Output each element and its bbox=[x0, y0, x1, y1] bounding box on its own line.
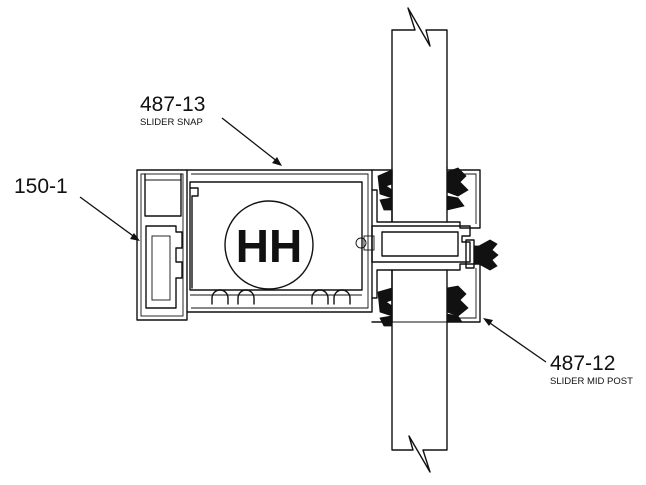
callout-150-1-number: 150-1 bbox=[14, 175, 68, 198]
callout-487-13-number: 487-13 bbox=[140, 93, 205, 116]
leader-487-13 bbox=[221, 117, 282, 166]
brush-weatherstrip bbox=[473, 239, 499, 271]
hh-mark-text: HH bbox=[236, 220, 302, 272]
upper-glass-panel bbox=[391, 7, 448, 223]
leader-487-12 bbox=[483, 318, 547, 363]
lower-glass-panel bbox=[391, 269, 448, 473]
leader-150-1 bbox=[79, 196, 140, 241]
profile-150-1 bbox=[136, 169, 188, 321]
callout-487-13-name: SLIDER SNAP bbox=[140, 117, 203, 128]
callout-487-12-number: 487-12 bbox=[550, 352, 615, 375]
callout-487-12-name: SLIDER MID POST bbox=[550, 376, 633, 387]
glazing-gaskets bbox=[377, 167, 469, 327]
hh-mark: HH bbox=[224, 200, 314, 290]
